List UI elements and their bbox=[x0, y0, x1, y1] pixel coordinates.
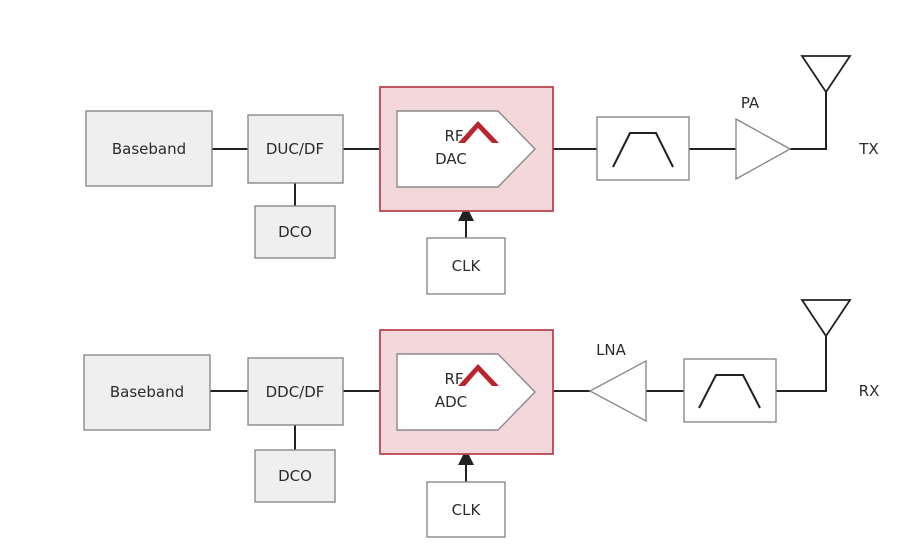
rx-chain: Baseband DDC/DF DCO RF ADC CLK LNA RX bbox=[83, 299, 880, 538]
rx-band-pass-filter-icon bbox=[698, 374, 761, 409]
tx-rf-label-line2: DAC bbox=[435, 150, 467, 168]
rx-dco-block bbox=[254, 449, 336, 503]
tx-band-pass-filter-icon bbox=[612, 132, 674, 168]
rx-converter-label: DDC/DF bbox=[266, 383, 325, 401]
tx-clk-block bbox=[426, 237, 506, 295]
rx-converter-block bbox=[247, 357, 344, 426]
tx-rf-label-line1: RF bbox=[444, 127, 463, 145]
rx-rf-label-line1: RF bbox=[444, 370, 463, 388]
rx-clk-label: CLK bbox=[452, 501, 482, 519]
rx-amp-label: LNA bbox=[596, 341, 627, 359]
rx-antenna-icon bbox=[800, 299, 852, 338]
tx-dco-label: DCO bbox=[278, 223, 312, 241]
rx-baseband-block bbox=[83, 354, 211, 431]
tx-rf-converter-symbol bbox=[396, 110, 536, 188]
tx-baseband-label: Baseband bbox=[112, 140, 186, 158]
rx-clk-block bbox=[426, 481, 506, 538]
tx-converter-block bbox=[247, 114, 344, 184]
rx-filter-block bbox=[683, 358, 777, 423]
tx-converter-label: DUC/DF bbox=[266, 140, 324, 158]
rx-baseband-label: Baseband bbox=[110, 383, 184, 401]
tx-wire-amp-antenna bbox=[790, 92, 827, 150]
rx-dco-label: DCO bbox=[278, 467, 312, 485]
rx-amplifier-icon bbox=[588, 359, 647, 423]
tx-port-label: TX bbox=[858, 140, 878, 158]
tx-amp-label: PA bbox=[741, 94, 760, 112]
tx-amplifier-icon bbox=[735, 117, 792, 181]
tx-logo-icon bbox=[458, 121, 499, 143]
tx-chain: Baseband DUC/DF DCO RF DAC CLK PA TX bbox=[85, 55, 879, 295]
rx-wire-filter-antenna bbox=[776, 336, 827, 392]
tx-baseband-block bbox=[85, 110, 213, 187]
tx-antenna-icon bbox=[800, 55, 852, 94]
tx-dco-block bbox=[254, 205, 336, 259]
rx-logo-icon bbox=[458, 364, 499, 386]
rx-port-label: RX bbox=[859, 382, 880, 400]
rx-rf-converter-symbol bbox=[396, 353, 536, 431]
tx-clk-label: CLK bbox=[452, 257, 482, 275]
tx-filter-block bbox=[596, 116, 690, 181]
rx-rf-label-line2: ADC bbox=[435, 393, 467, 411]
